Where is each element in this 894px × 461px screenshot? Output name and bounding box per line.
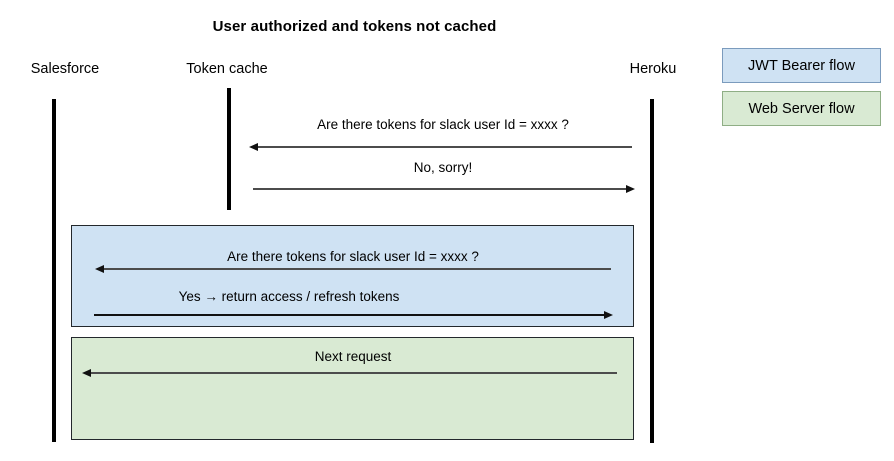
- lifeline-token-cache: [227, 88, 231, 210]
- region-web-server-flow: [71, 337, 634, 440]
- lifeline-heroku: [650, 99, 654, 443]
- participant-label-token-cache: Token cache: [186, 61, 268, 77]
- legend-label-web-server-flow: Web Server flow: [748, 100, 855, 117]
- message-label-msg-3: Are there tokens for slack user Id = xxx…: [227, 249, 479, 264]
- diagram-title: User authorized and tokens not cached: [212, 18, 497, 35]
- lifeline-salesforce: [52, 99, 56, 442]
- message-arrow-msg-5: [88, 372, 617, 374]
- arrow-head-msg-2-icon: [626, 184, 635, 193]
- participant-label-heroku: Heroku: [629, 61, 677, 77]
- message-label-msg-4: Yes → return access / refresh tokens: [178, 289, 400, 304]
- region-jwt-bearer-flow: [71, 225, 634, 327]
- legend-item-jwt-bearer-flow[interactable]: JWT Bearer flow: [722, 48, 881, 83]
- message-label-msg-1: Are there tokens for slack user Id = xxx…: [317, 117, 569, 132]
- message-label-msg-5: Next request: [314, 349, 392, 364]
- message-arrow-msg-3: [101, 268, 611, 270]
- participant-label-salesforce: Salesforce: [30, 61, 100, 77]
- arrow-head-msg-1-icon: [249, 142, 258, 151]
- arrow-head-msg-3-icon: [95, 264, 104, 273]
- legend-label-jwt-bearer-flow: JWT Bearer flow: [748, 57, 855, 74]
- arrow-head-msg-5-icon: [82, 368, 91, 377]
- legend-item-web-server-flow[interactable]: Web Server flow: [722, 91, 881, 126]
- message-arrow-msg-4: [94, 314, 608, 316]
- message-arrow-msg-2: [253, 188, 628, 190]
- message-arrow-msg-1: [253, 146, 632, 148]
- arrow-head-msg-4-icon: [604, 310, 613, 319]
- message-label-msg-2: No, sorry!: [413, 160, 473, 175]
